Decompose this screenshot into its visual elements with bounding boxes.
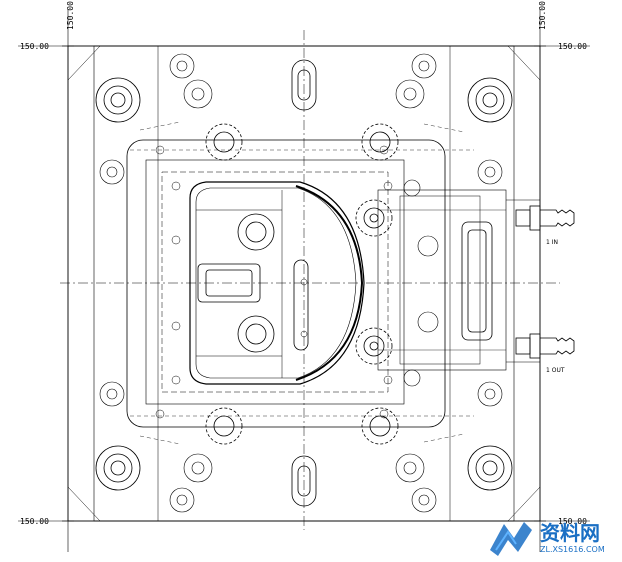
cavity-plate [126,139,446,428]
dimension-label-right-top: 150.00 [538,1,547,30]
dimension-labels: 150.00 150.00 150.00 150.00 150.00 150.0… [20,1,587,526]
plate-screws [99,53,503,513]
center-lines [60,30,560,530]
site-watermark: 资料网 ZL.XS1616.COM [490,521,605,556]
leader-pins [205,123,399,445]
cavity-fasteners [155,145,393,419]
water-fitting-inlet [515,205,575,231]
inlet-port-label: 1 IN [546,239,558,246]
xs-logo-icon [490,522,532,556]
sprue-bushings [291,59,317,507]
watermark-url: ZL.XS1616.COM [540,545,605,554]
outlet-port-label: 1 OUT [546,367,565,374]
dimension-label-top-left: 150.00 [20,42,49,51]
dimension-label-top-right: 150.00 [558,42,587,51]
dimension-label-bottom-right: 150.00 [558,517,587,526]
water-fitting-outlet [515,333,575,359]
corner-guide-bushings [95,77,513,491]
dimension-label-left-top: 150.00 [66,1,75,30]
guide-lines [130,121,474,445]
watermark-text: 资料网 [540,521,600,545]
dimension-label-bottom-left: 150.00 [20,517,49,526]
corner-chamfers [67,45,541,522]
side-slide-block [377,189,507,371]
part-outline [189,181,365,385]
